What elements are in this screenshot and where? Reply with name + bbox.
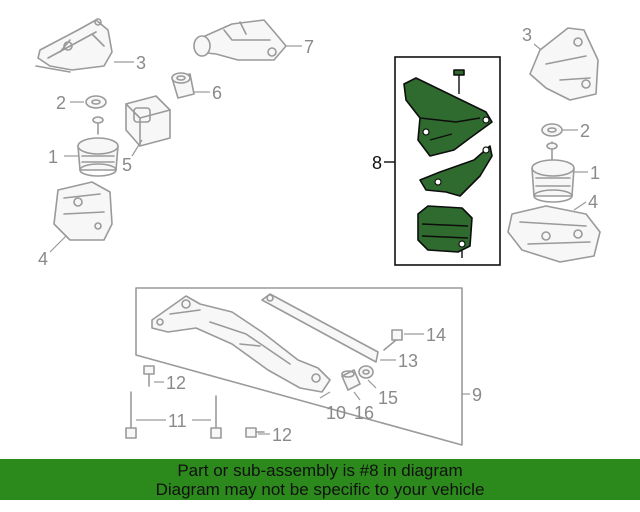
info-banner: Part or sub-assembly is #8 in diagram Di… bbox=[0, 459, 640, 500]
mount-bracket-left[interactable] bbox=[53, 181, 113, 241]
engine-bracket-left[interactable] bbox=[35, 18, 113, 73]
callout-11: 11 bbox=[168, 411, 187, 431]
callout-12-top: 12 bbox=[166, 373, 186, 393]
washer-right[interactable] bbox=[541, 123, 563, 137]
mount-bracket-right[interactable] bbox=[507, 205, 601, 263]
engine-mount-left[interactable] bbox=[77, 116, 119, 177]
crossmember-frame bbox=[135, 287, 463, 446]
highlighted-mount-bracket[interactable] bbox=[403, 77, 493, 157]
callout-1-left: 1 bbox=[48, 147, 58, 167]
engine-bracket-right[interactable] bbox=[529, 27, 599, 101]
engine-mount-right[interactable] bbox=[531, 141, 575, 203]
callout-7: 7 bbox=[304, 37, 314, 57]
callout-4-right: 4 bbox=[588, 192, 598, 212]
callout-12-bottom: 12 bbox=[272, 425, 292, 445]
highlighted-bolt[interactable] bbox=[453, 69, 465, 94]
banner-line-2: Diagram may not be specific to your vehi… bbox=[155, 480, 485, 499]
callout-16: 16 bbox=[354, 403, 374, 423]
washer-left[interactable] bbox=[85, 95, 107, 109]
callout-2-left: 2 bbox=[56, 93, 66, 113]
bushing[interactable] bbox=[171, 72, 195, 99]
callout-4-left: 4 bbox=[38, 249, 48, 269]
highlighted-mount-insulator[interactable] bbox=[417, 205, 473, 258]
callout-8: 8 bbox=[372, 153, 382, 173]
callout-10: 10 bbox=[326, 403, 346, 423]
washer-15[interactable] bbox=[358, 365, 374, 379]
bolt-11-right[interactable] bbox=[210, 395, 222, 439]
callout-2-right: 2 bbox=[580, 121, 590, 141]
callout-6: 6 bbox=[212, 83, 222, 103]
highlighted-lower-bracket[interactable] bbox=[419, 145, 493, 197]
crossmember[interactable] bbox=[151, 295, 331, 393]
callout-15: 15 bbox=[378, 388, 398, 408]
banner-line-1: Part or sub-assembly is #8 in diagram bbox=[177, 461, 463, 480]
callout-3-right: 3 bbox=[522, 25, 532, 45]
transmission-mount-bracket[interactable] bbox=[193, 19, 287, 61]
transmission-mount[interactable] bbox=[125, 95, 171, 147]
bolt-14[interactable] bbox=[383, 329, 403, 351]
callout-1-right: 1 bbox=[590, 163, 600, 183]
callout-3-left: 3 bbox=[136, 53, 146, 73]
callout-5: 5 bbox=[122, 155, 132, 175]
bolt-11-left[interactable] bbox=[125, 391, 137, 439]
callout-9: 9 bbox=[472, 385, 482, 405]
callout-13: 13 bbox=[398, 351, 418, 371]
callout-14: 14 bbox=[426, 325, 446, 345]
bushing-16[interactable] bbox=[341, 369, 361, 391]
bolt-12-bottom[interactable] bbox=[245, 427, 265, 438]
bolt-12-top[interactable] bbox=[143, 365, 155, 387]
crossmember-brace[interactable] bbox=[261, 293, 379, 363]
